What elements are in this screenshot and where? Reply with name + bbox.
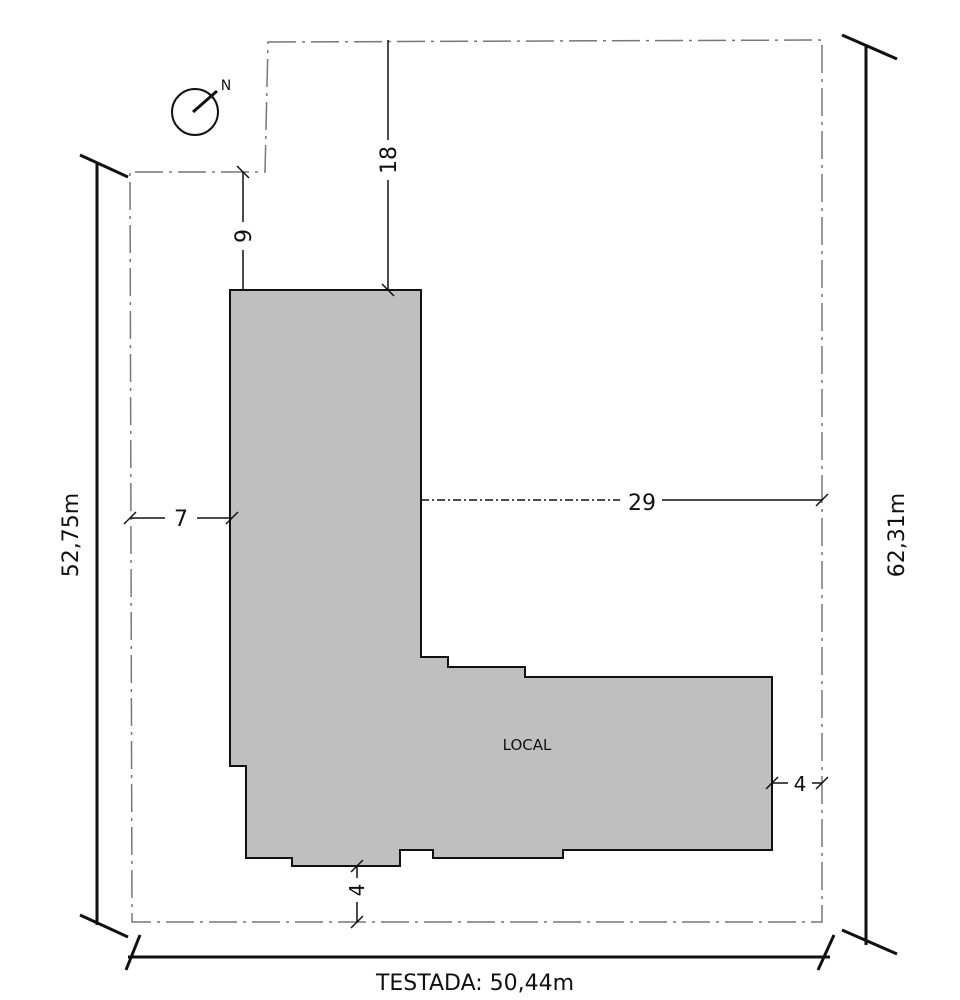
setback-top-label: 18 xyxy=(377,146,402,174)
right-side-label: 62,31m xyxy=(885,493,910,577)
setback-left-dimension xyxy=(123,511,239,525)
right-side-dimension xyxy=(841,33,898,956)
setback-bottom-label: 4 xyxy=(345,884,369,897)
frontage-label: TESTADA: 50,44m xyxy=(375,971,574,996)
north-label: N xyxy=(221,78,231,94)
setback-bottom-right-dimension xyxy=(765,776,829,790)
lot-boundary xyxy=(129,39,823,923)
left-side-label: 52,75m xyxy=(59,493,84,577)
building-label: LOCAL xyxy=(503,736,552,754)
setback-bottom-right-label: 4 xyxy=(794,772,807,796)
building-footprint xyxy=(229,289,773,867)
setback-top-left-label: 9 xyxy=(232,229,257,243)
setback-right-label: 29 xyxy=(628,491,656,516)
setback-bottom-dimension xyxy=(350,859,364,929)
setback-top-left-dimension xyxy=(236,165,250,290)
frontage-dimension xyxy=(124,934,836,971)
setback-right-dimension xyxy=(421,493,829,507)
north-arrow-icon: N xyxy=(171,78,231,136)
setback-top-dimension xyxy=(381,40,395,297)
left-side-dimension xyxy=(79,153,129,939)
setback-left-label: 7 xyxy=(174,507,188,532)
